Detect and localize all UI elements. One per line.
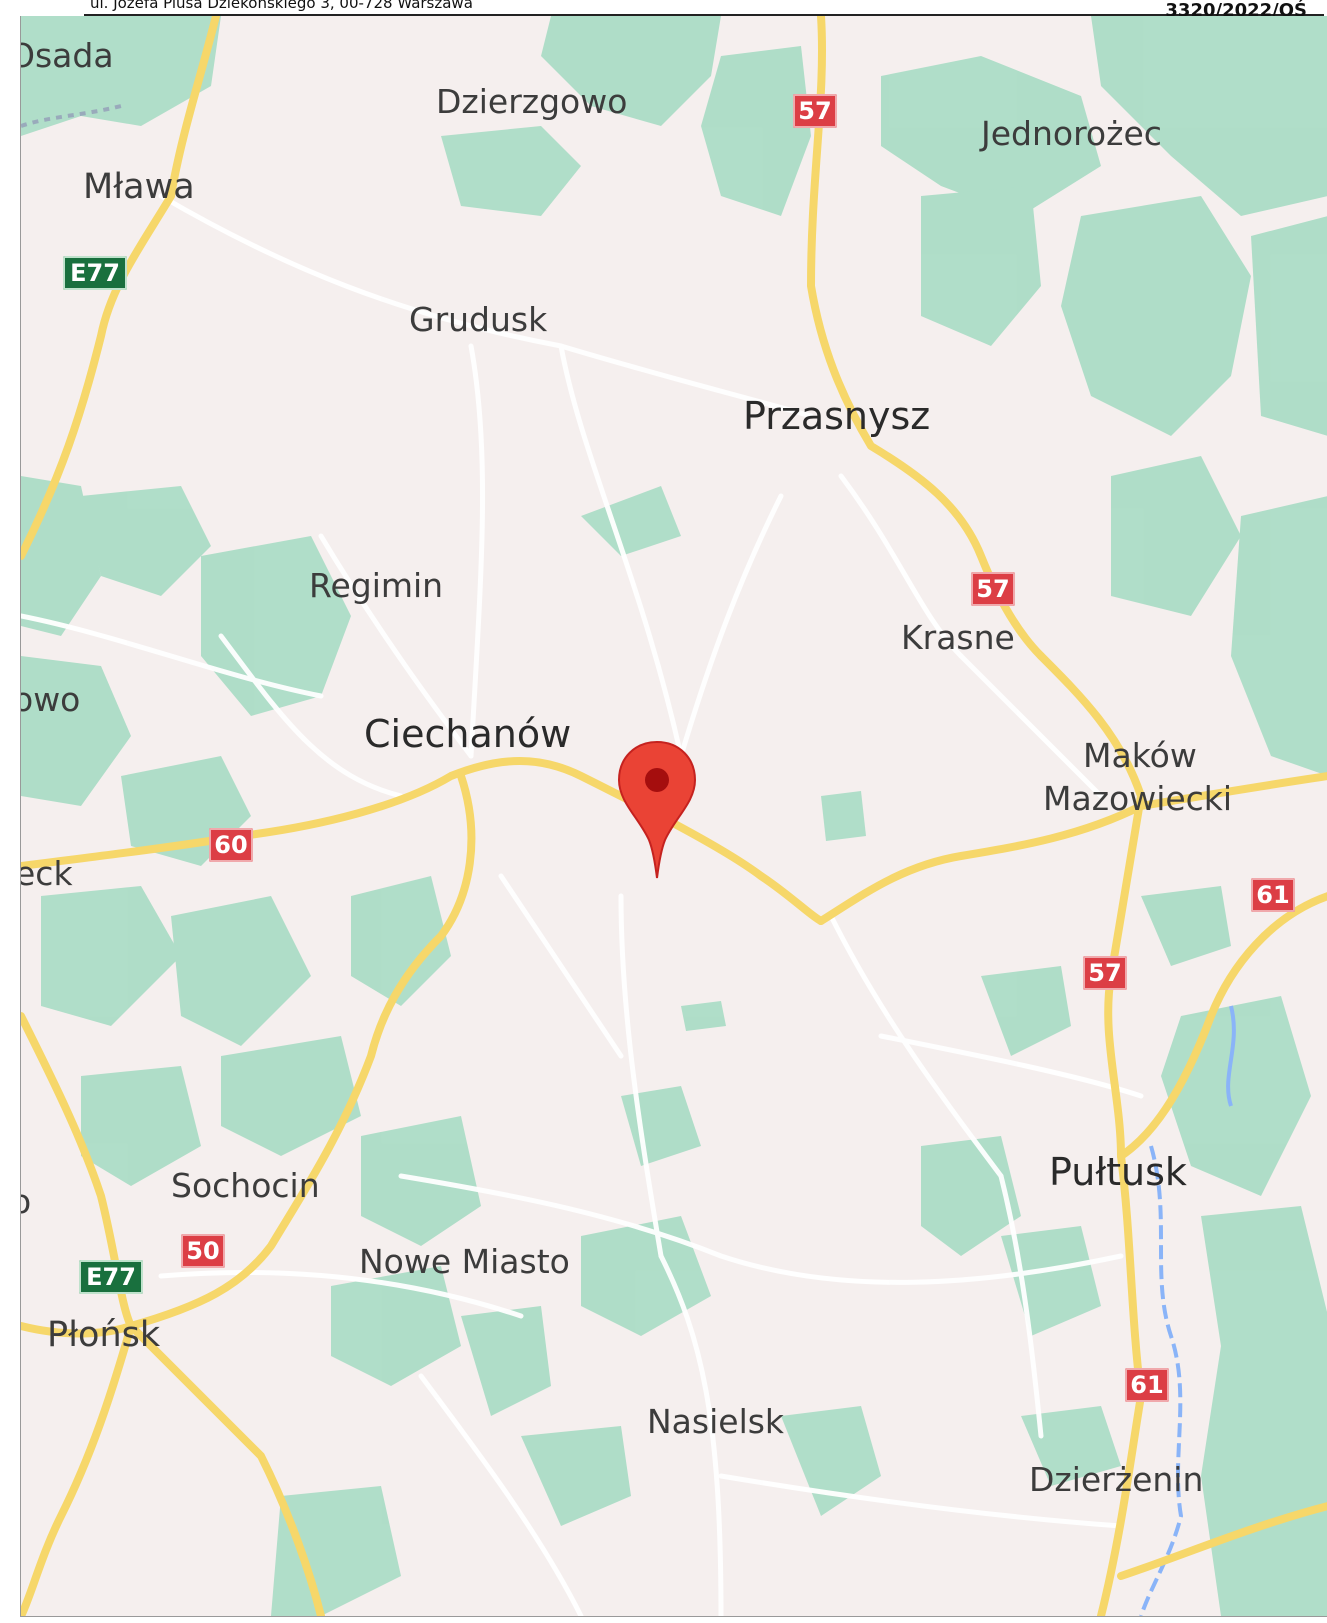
place-label-owo: owo bbox=[21, 680, 81, 719]
place-label-pultusk: Pułtusk bbox=[1049, 1150, 1187, 1194]
route-shield-50: 50 bbox=[181, 1234, 225, 1268]
place-label-przasnysz: Przasnysz bbox=[743, 394, 931, 438]
place-label-regimin: Regimin bbox=[309, 566, 444, 605]
route-shield-e77: E77 bbox=[79, 1260, 143, 1294]
place-label-ciechanow: Ciechanów bbox=[364, 712, 572, 756]
place-label-nasielsk: Nasielsk bbox=[647, 1402, 785, 1441]
map-view[interactable]: Osada Dzierzgowo Jednorożec Mława Grudus… bbox=[20, 16, 1327, 1617]
place-label-plonsk: Płońsk bbox=[47, 1315, 161, 1355]
route-shield-57: 57 bbox=[1083, 956, 1127, 990]
place-label-makow: Maków bbox=[1083, 736, 1197, 775]
place-label-nowe-miasto: Nowe Miasto bbox=[359, 1242, 570, 1281]
forest-areas bbox=[21, 16, 1327, 1616]
place-label-mlawa: Mława bbox=[83, 167, 195, 207]
map-base-layer bbox=[21, 16, 1327, 1616]
route-shield-60: 60 bbox=[209, 828, 253, 862]
minor-roads bbox=[21, 193, 1144, 1616]
route-shield-61: 61 bbox=[1251, 878, 1295, 912]
header-divider bbox=[84, 14, 1324, 16]
place-label-eck: eck bbox=[20, 854, 73, 893]
document-number: 3320/2022/OŚ bbox=[1165, 0, 1307, 21]
place-label-jednorozec: Jednorożec bbox=[981, 114, 1162, 153]
place-label-osada: Osada bbox=[21, 36, 114, 75]
route-shield-61: 61 bbox=[1125, 1368, 1169, 1402]
route-shield-e77: E77 bbox=[63, 256, 127, 290]
route-shield-57: 57 bbox=[793, 94, 837, 128]
place-label-krasne: Krasne bbox=[901, 618, 1015, 657]
rivers bbox=[21, 104, 1236, 1616]
place-label-mazowiecki: Mazowiecki bbox=[1043, 779, 1233, 818]
place-label-dzierzenin: Dzierżenin bbox=[1029, 1460, 1204, 1499]
place-label-o: o bbox=[21, 1183, 31, 1220]
major-roads bbox=[21, 16, 1327, 1616]
route-shield-57: 57 bbox=[971, 572, 1015, 606]
place-label-dzierzgowo: Dzierzgowo bbox=[436, 82, 628, 121]
header-address: ul. Józefa Piusa Dziekońskiego 3, 00-728… bbox=[90, 0, 473, 12]
place-label-sochocin: Sochocin bbox=[171, 1166, 320, 1205]
map-pin-icon[interactable] bbox=[617, 740, 697, 880]
place-label-grudusk: Grudusk bbox=[409, 300, 548, 339]
